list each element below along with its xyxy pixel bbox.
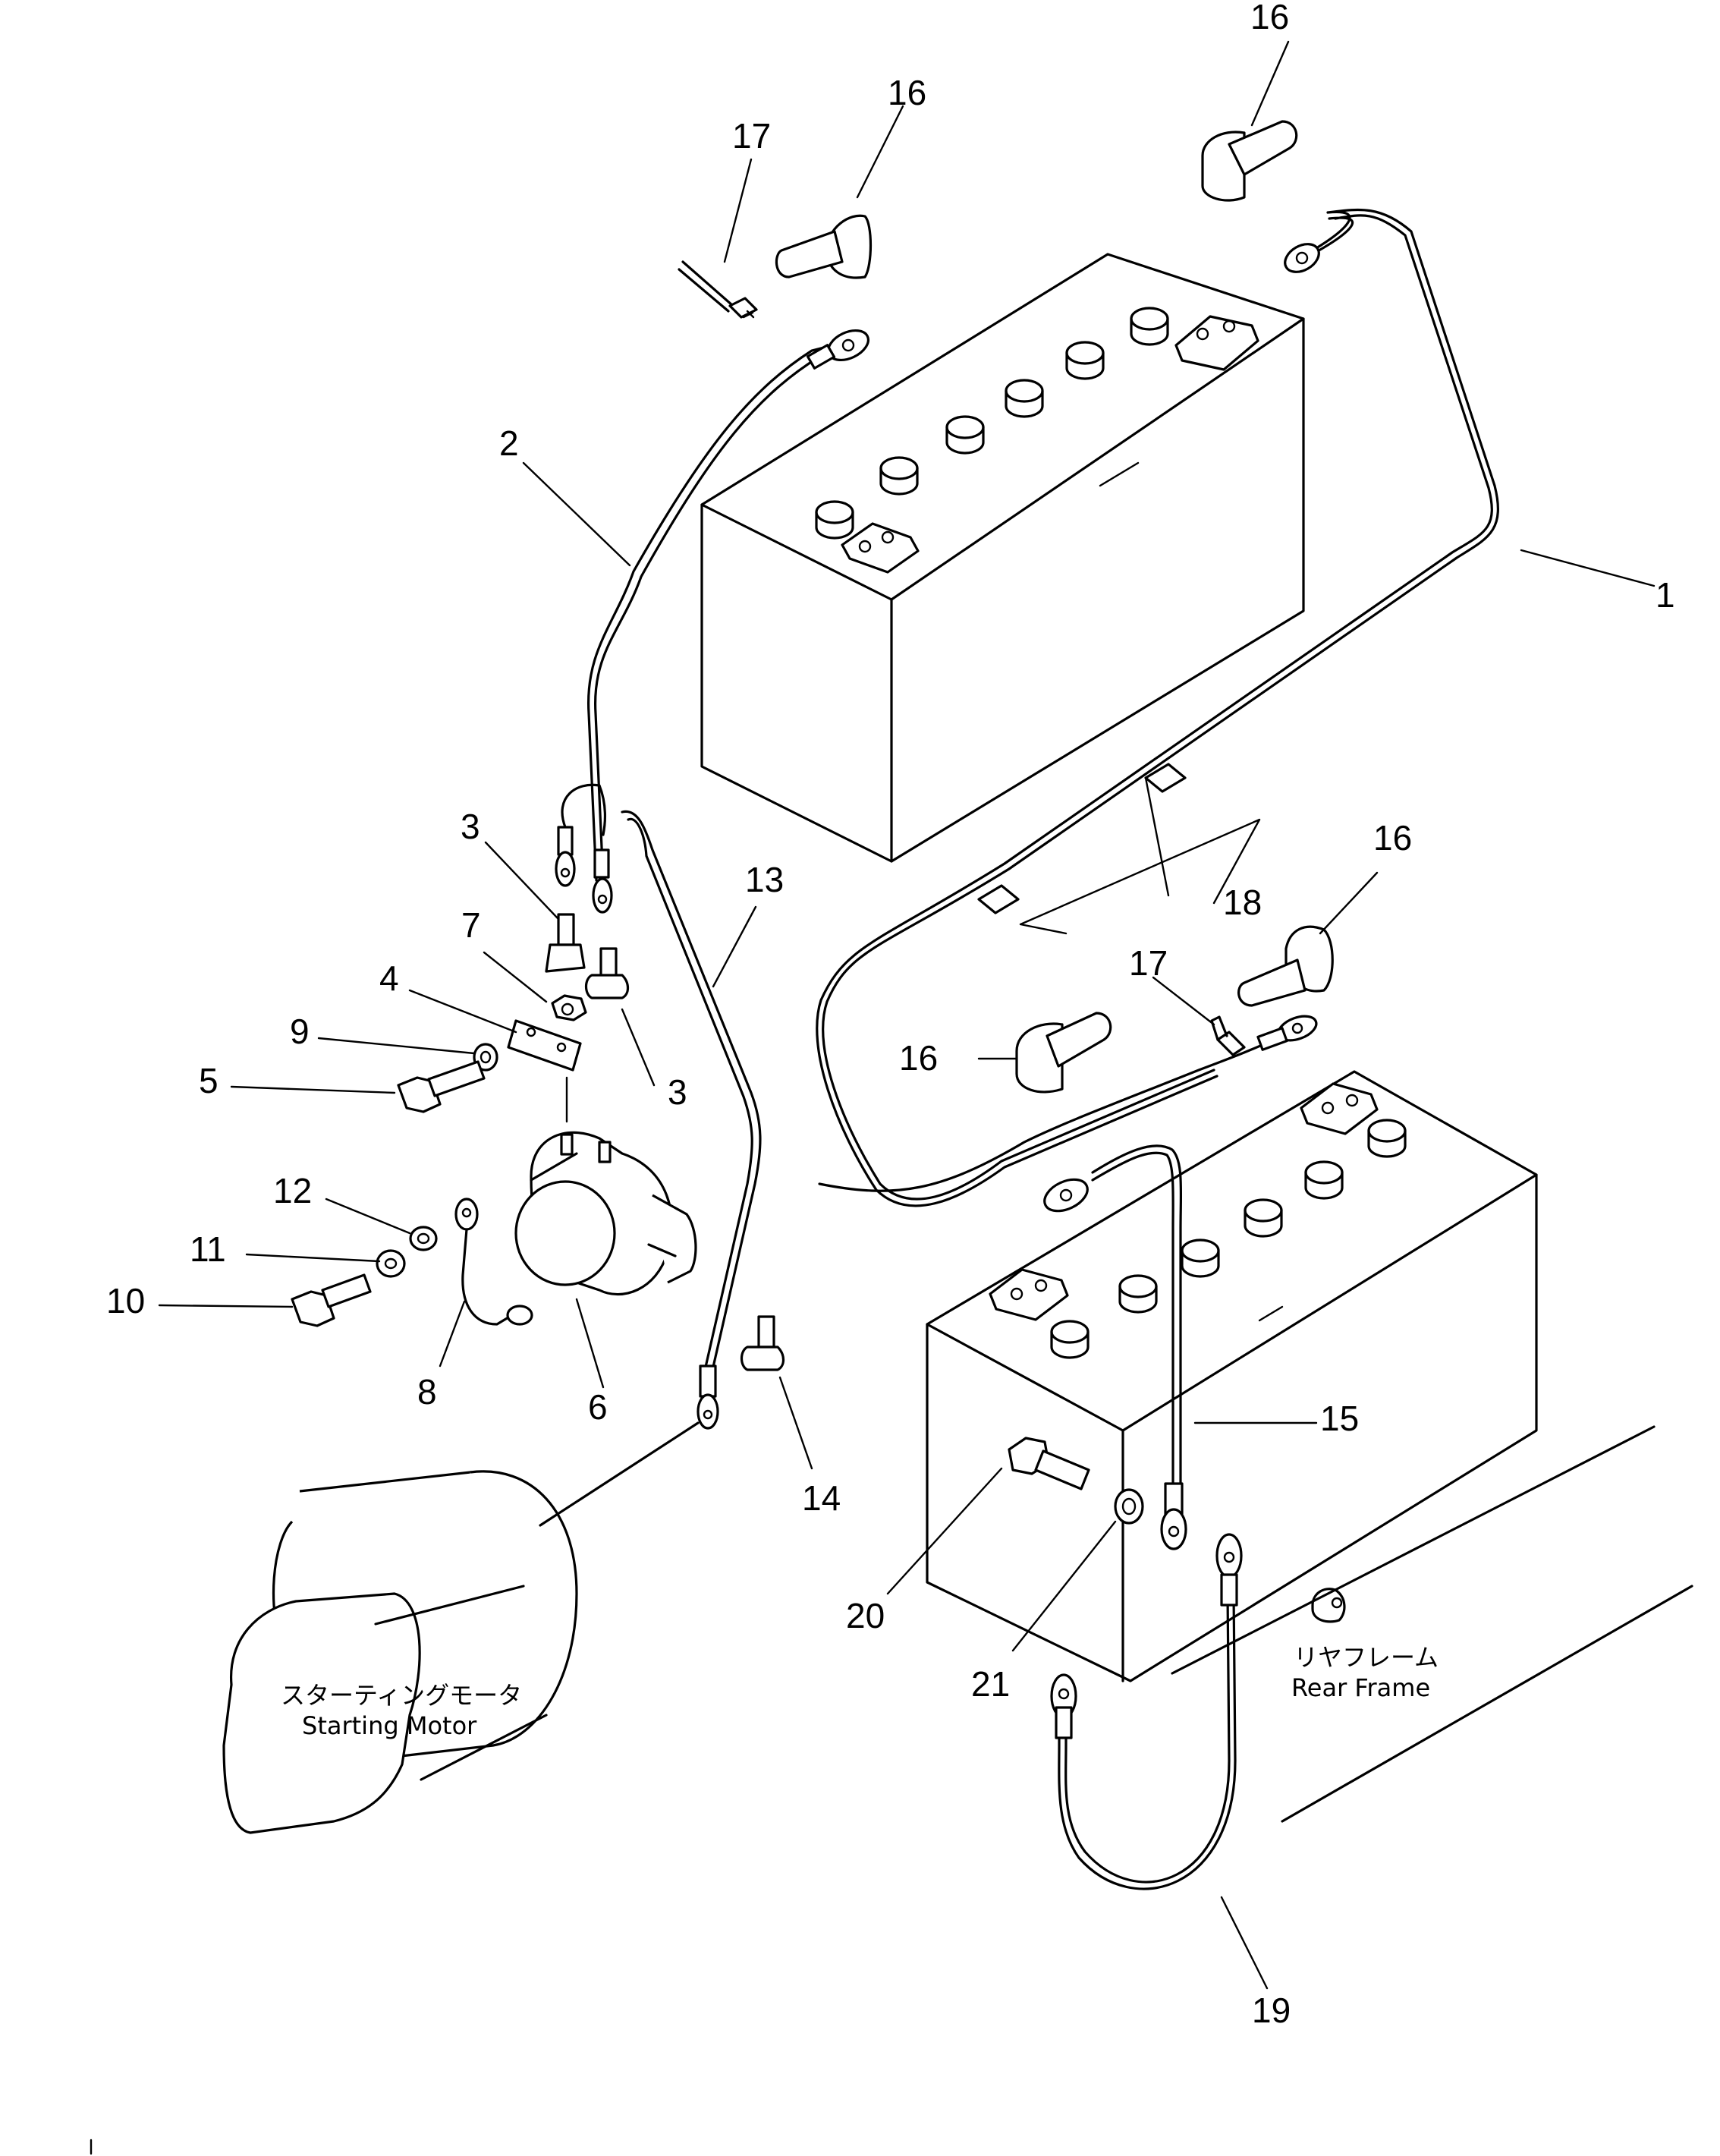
loop-cable [555,783,607,887]
callout-1: 1 [1656,575,1675,615]
callout-5: 5 [199,1061,219,1100]
callout-6: 7 [461,905,481,945]
battery-relay-8 [514,1131,697,1296]
callout-12: 12 [273,1171,312,1210]
rear-frame-label-en: Rear Frame [1291,1673,1430,1702]
captions: スターティングモータ Starting Motor リヤフレーム Rear Fr… [281,1643,1439,1740]
callout-15: 15 [1320,1399,1359,1438]
callout-16: 16 [888,73,926,112]
bolt-5 [397,1060,486,1113]
rear-frame-mount [1171,1425,1693,1823]
terminal-cap-16-left [1015,1012,1112,1094]
pin-17-top [678,260,758,319]
cable-2 [586,329,869,914]
callout-8: 6 [588,1387,608,1427]
cable-9 [454,1198,533,1326]
washer-12 [409,1226,438,1251]
terminal-cover-3a [545,913,586,973]
terminal-cover-3b [584,947,630,999]
starting-motor-label-en: Starting Motor [302,1711,477,1740]
callout-9: 8 [417,1372,437,1412]
terminal-cover-14 [740,1315,785,1371]
terminal-cap-16-right [1237,925,1334,1007]
callout-19: 19 [1252,1991,1291,2030]
terminal-cap-16-top-left [775,214,873,279]
starting-motor [222,1421,700,1834]
cable-13 [621,810,762,1430]
callout-16: 16 [899,1038,938,1078]
callout-13: 13 [745,860,784,899]
cable-1 [816,208,1499,1207]
callout-21: 21 [971,1664,1010,1704]
callout-14: 14 [802,1478,841,1518]
bolt-20 [1008,1437,1090,1490]
upper-battery [700,253,1305,863]
leader-lines [90,40,1656,2155]
bolt-10 [291,1273,372,1327]
callout-7: 9 [290,1012,310,1051]
washer-11 [376,1249,406,1278]
callout-16: 16 [1250,0,1289,36]
rear-frame-label-jp: リヤフレーム [1294,1643,1439,1672]
callout-10: 10 [106,1281,145,1320]
cable-lower-link [818,1015,1318,1192]
washer-21 [1114,1488,1144,1525]
callout-3: 3 [461,807,480,846]
callout-11: 11 [190,1229,226,1269]
plate-4 [507,1019,582,1072]
lower-battery [926,1070,1538,1682]
cable-19 [1050,1533,1243,1890]
callout-numbers: 16 16 17 2 1 3 13 16 18 7 17 4 9 3 16 5 … [106,0,1675,2030]
nut-6 [551,994,587,1021]
callout-20: 20 [846,1596,885,1635]
callout-17: 17 [732,116,771,156]
callout-3: 3 [668,1072,687,1112]
callout-16: 16 [1373,818,1412,858]
callout-4: 4 [379,958,399,998]
callout-18: 18 [1223,883,1262,922]
terminal-cap-16-top-right [1201,120,1298,202]
starting-motor-label-jp: スターティングモータ [281,1681,522,1710]
cable-15 [1043,1144,1187,1550]
callout-2: 2 [499,423,519,463]
callout-17: 17 [1129,943,1168,983]
